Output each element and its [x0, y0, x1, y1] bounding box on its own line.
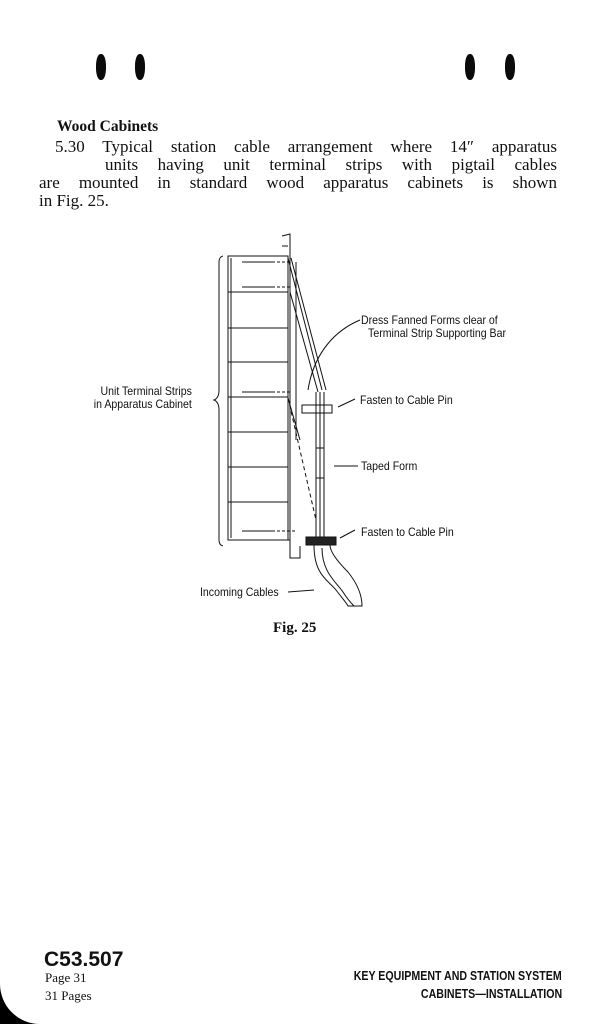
paragraph-line-3: are mounted in standard wood apparatus c…	[39, 173, 557, 192]
label-incoming-cables: Incoming Cables	[200, 585, 279, 599]
page-number: Page 31	[45, 970, 87, 985]
label-strips-line-1: Unit Terminal Strips	[100, 384, 192, 398]
paragraph-line-2: units having unit terminal strips with p…	[105, 155, 557, 174]
label-dress-line-2: Terminal Strip Supporting Bar	[368, 326, 506, 340]
paragraph-5-30: 5.30 Typical station cable arrangement w…	[39, 138, 557, 210]
punch-hole-left-1	[96, 54, 106, 80]
cable-pin-top	[301, 404, 333, 414]
paragraph-line-4: in Fig. 25.	[39, 191, 109, 210]
punch-hole-right-2	[505, 54, 515, 80]
label-unit-terminal-strips: Unit Terminal Strips in Apparatus Cabine…	[85, 385, 192, 411]
label-fasten-cable-pin-bottom: Fasten to Cable Pin	[361, 525, 454, 539]
punch-hole-left-2	[135, 54, 145, 80]
document-title-line-1: KEY EQUIPMENT AND STATION SYSTEM	[354, 969, 562, 983]
label-taped-form: Taped Form	[361, 459, 418, 473]
label-strips-line-2: in Apparatus Cabinet	[93, 397, 192, 411]
label-fasten-cable-pin-top: Fasten to Cable Pin	[360, 393, 453, 407]
label-dress-fanned-forms: Dress Fanned Forms clear of Terminal Str…	[361, 314, 506, 340]
figure-caption: Fig. 25	[273, 620, 317, 636]
page-count: 31 Pages	[45, 988, 92, 1003]
document-number: C53.507	[44, 948, 124, 971]
label-dress-line-1: Dress Fanned Forms clear of	[361, 313, 498, 327]
apparatus-unit	[227, 255, 289, 541]
supporting-bar	[281, 233, 291, 541]
cable-pin-bottom	[305, 536, 337, 546]
punch-hole-right-1	[465, 54, 475, 80]
strips-brace	[212, 255, 224, 547]
document-title-line-2: CABINETS—INSTALLATION	[420, 987, 562, 1001]
section-heading: Wood Cabinets	[57, 118, 159, 135]
paragraph-line-1: 5.30 Typical station cable arrangement w…	[55, 137, 557, 156]
incoming-cables	[313, 544, 363, 607]
